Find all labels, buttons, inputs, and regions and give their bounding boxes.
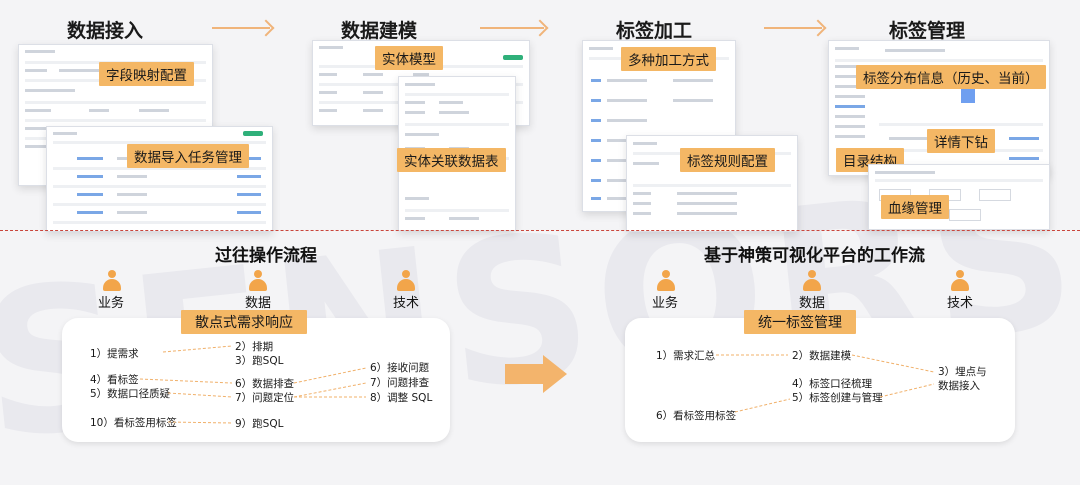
step-left-1: 1）提需求	[90, 348, 139, 360]
tag-field-mapping-config: 字段映射配置	[99, 62, 194, 86]
step-left-10: 10）看标签用标签	[90, 417, 177, 429]
left-flow-panel	[62, 318, 450, 442]
stage-arrow-2	[480, 27, 544, 29]
right-section-title: 基于神策可视化平台的工作流	[704, 246, 925, 266]
screenshot-import-task-management	[46, 126, 273, 232]
step-right-3b: 数据接入	[938, 380, 980, 392]
role-data: 数据	[245, 296, 272, 311]
step-left-7b: 7）问题排查	[370, 377, 430, 389]
role-business: 业务	[98, 296, 125, 311]
tag-import-task-management: 数据导入任务管理	[127, 144, 249, 168]
section-divider	[0, 230, 1080, 231]
stage-title-tag-processing: 标签加工	[616, 20, 693, 42]
step-left-3: 3）跑SQL	[235, 355, 284, 367]
role-tech-right: 技术	[947, 296, 974, 311]
stage-arrow-1	[212, 27, 270, 29]
step-right-3a: 3）埋点与	[938, 366, 987, 378]
step-left-6b: 6）接收问题	[370, 362, 430, 374]
transition-arrow	[505, 355, 567, 393]
screenshot-tag-distribution	[828, 40, 1050, 176]
tag-lineage-management: 血缘管理	[881, 195, 949, 219]
step-left-7a: 7）问题定位	[235, 392, 295, 404]
step-right-4: 4）标签口径梳理	[792, 378, 873, 390]
step-left-9: 9）跑SQL	[235, 418, 284, 430]
step-left-2: 2）排期	[235, 341, 274, 353]
right-flow-panel	[625, 318, 1015, 442]
tech-person-icon	[396, 270, 416, 292]
business-person-icon-right	[656, 270, 676, 292]
role-business-right: 业务	[652, 296, 679, 311]
stage-title-data-modeling: 数据建模	[341, 20, 418, 42]
step-right-6: 6）看标签用标签	[656, 410, 737, 422]
step-right-5: 5）标签创建与管理	[792, 392, 883, 404]
tag-distribution-info: 标签分布信息（历史、当前）	[856, 65, 1046, 89]
step-left-5: 5）数据口径质疑	[90, 388, 171, 400]
data-person-icon-right	[802, 270, 822, 292]
step-right-1: 1）需求汇总	[656, 350, 716, 362]
tag-detail-drilldown: 详情下钻	[927, 129, 995, 153]
left-section-title: 过往操作流程	[215, 246, 317, 266]
stage-title-data-ingest: 数据接入	[67, 20, 144, 42]
role-data-right: 数据	[799, 296, 826, 311]
tech-person-icon-right	[950, 270, 970, 292]
right-flow-header: 统一标签管理	[744, 310, 856, 334]
business-person-icon	[102, 270, 122, 292]
step-left-6a: 6）数据排查	[235, 378, 295, 390]
step-left-4: 4）看标签	[90, 374, 139, 386]
stage-arrow-3	[764, 27, 822, 29]
tag-entity-tables: 实体关联数据表	[397, 148, 506, 172]
tag-rule-config: 标签规则配置	[680, 148, 775, 172]
tag-processing-methods: 多种加工方式	[621, 47, 716, 71]
stage-title-tag-management: 标签管理	[889, 20, 966, 42]
role-tech: 技术	[393, 296, 420, 311]
step-right-2: 2）数据建模	[792, 350, 852, 362]
step-left-8: 8）调整 SQL	[370, 392, 433, 404]
connector-lines	[139, 345, 935, 424]
left-flow-header: 散点式需求响应	[181, 310, 307, 334]
data-person-icon	[248, 270, 268, 292]
tag-entity-model: 实体模型	[375, 46, 443, 70]
